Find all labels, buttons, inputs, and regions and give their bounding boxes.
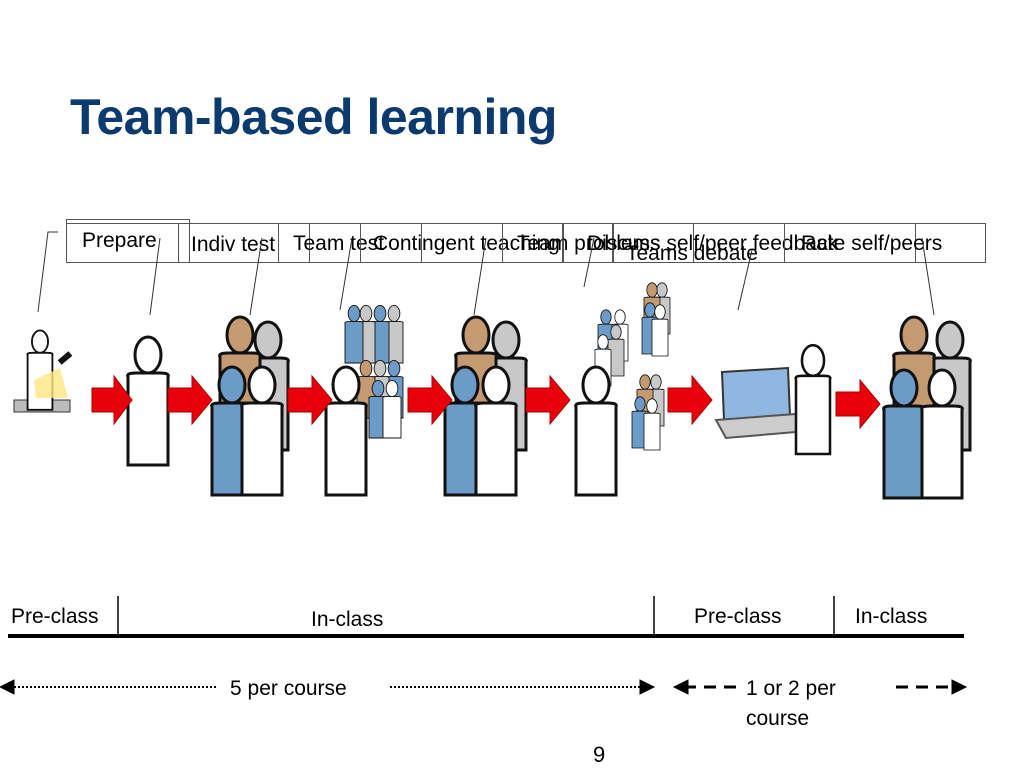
- step-divider-5: [562, 223, 614, 263]
- step-label-contingent: Contingent teaching: [373, 232, 560, 255]
- feedback-person-figure: [794, 343, 832, 456]
- frequency-right-label-line1: 1 or 2 per: [746, 677, 836, 700]
- callout-lines: [37, 231, 935, 316]
- slide-title: Team-based learning: [70, 89, 557, 145]
- step-label-teams-debate: Teams debate: [626, 242, 758, 265]
- team-test-figure: [324, 304, 404, 497]
- indiv-test-figure: [126, 335, 170, 467]
- step-label-box-row: [66, 223, 986, 263]
- prepare-figure: [13, 329, 73, 413]
- team-figure-2: [443, 315, 528, 497]
- phase-pre-class-2: Pre-class: [694, 605, 782, 628]
- frequency-arrow-right: [672, 679, 968, 695]
- step-label-team-problems: Team problems: [517, 232, 661, 255]
- team-problems-figure: [574, 309, 629, 497]
- step-label-indiv-test: Indiv test: [178, 223, 278, 263]
- flow-arrows: [91, 374, 881, 430]
- laptop-icon: [714, 366, 797, 440]
- teams-debate-figure: [631, 282, 671, 451]
- step-label-discuss: Discuss self/peer feedback: [587, 232, 838, 255]
- step-divider-3: [360, 223, 422, 263]
- timeline: [8, 596, 964, 638]
- team-figure-3: [882, 315, 972, 500]
- frequency-left-label: 5 per course: [230, 677, 347, 700]
- step-divider-6: [612, 223, 694, 263]
- step-divider-7: [784, 223, 916, 263]
- step-divider-4: [502, 223, 564, 263]
- step-label-team-test: Team test: [293, 232, 385, 255]
- team-figure-1: [210, 315, 290, 497]
- step-label-prepare: Prepare: [82, 229, 157, 252]
- step-divider-2: [278, 223, 310, 263]
- phase-pre-class-1: Pre-class: [11, 605, 99, 628]
- page-number: 9: [593, 742, 606, 767]
- step-label-rate: Rate self/peers: [801, 232, 943, 255]
- phase-in-class-1: In-class: [311, 608, 384, 631]
- frequency-arrow-left: [0, 679, 656, 695]
- step-divider-1: [66, 219, 190, 263]
- phase-in-class-2: In-class: [855, 605, 928, 628]
- frequency-right-label-line2: course: [746, 707, 810, 730]
